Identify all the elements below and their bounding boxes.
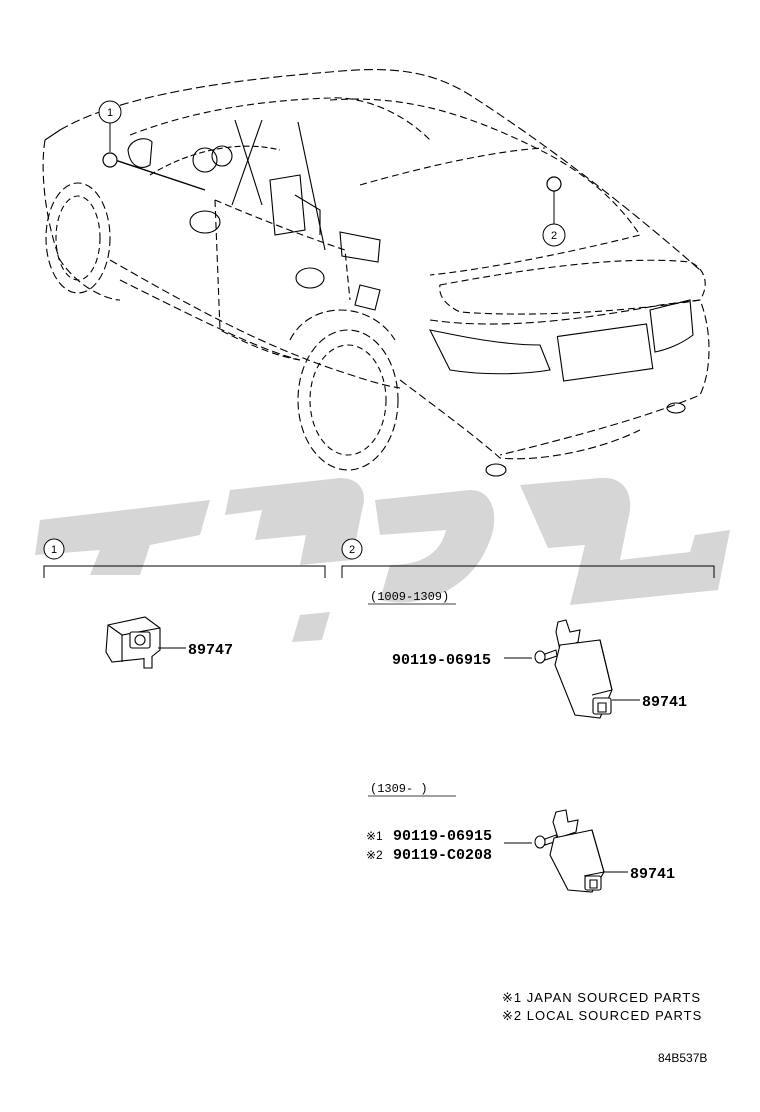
bolt-2-mark: ※2: [366, 848, 383, 862]
bolt-2-part-number[interactable]: 90119-C0208: [393, 847, 492, 864]
callout-1-label: 1: [107, 107, 113, 119]
bolt-part-number-a[interactable]: 90119-06915: [392, 652, 491, 669]
part-89741-sensor-b-drawing: [549, 809, 605, 893]
bolt-1-mark: ※1: [366, 829, 383, 843]
callout-1: 1: [98, 100, 122, 168]
callout-2: 2: [542, 176, 566, 247]
part-number-89741-b[interactable]: 89741: [630, 866, 675, 883]
bolt-a-drawing: [534, 649, 558, 664]
car-illustration: [42, 69, 710, 477]
bolt-b-drawing: [534, 834, 558, 849]
section-2-header: 2: [341, 538, 715, 578]
part-number-89741-a[interactable]: 89741: [642, 694, 687, 711]
sensor-2-location-marker: [546, 176, 562, 192]
section-2-group-a: (1009-1309) 90119-06915 89741: [368, 590, 687, 719]
section-1-header: 1: [43, 538, 326, 578]
part-89741-sensor-a-drawing: [554, 619, 613, 719]
section-2-number: 2: [349, 544, 355, 556]
sensor-1-location-marker: [102, 152, 118, 168]
part-89747-sensor-drawing: [105, 616, 161, 669]
date-range-b: (1309- ): [370, 782, 428, 796]
callout-2-label: 2: [551, 230, 557, 242]
part-number-89747[interactable]: 89747: [188, 642, 233, 659]
watermark-logo: [35, 477, 730, 642]
figure-code: 84B537B: [658, 1051, 707, 1065]
section-1-number: 1: [51, 544, 57, 556]
date-range-a: (1009-1309): [370, 590, 449, 604]
section-2-group-b: (1309- ) ※1 90119-06915 ※2 90119-C0208 8…: [366, 782, 675, 893]
note-japan-sourced: ※1 JAPAN SOURCED PARTS: [502, 990, 701, 1005]
bolt-1-part-number[interactable]: 90119-06915: [393, 828, 492, 845]
note-local-sourced: ※2 LOCAL SOURCED PARTS: [502, 1008, 702, 1023]
